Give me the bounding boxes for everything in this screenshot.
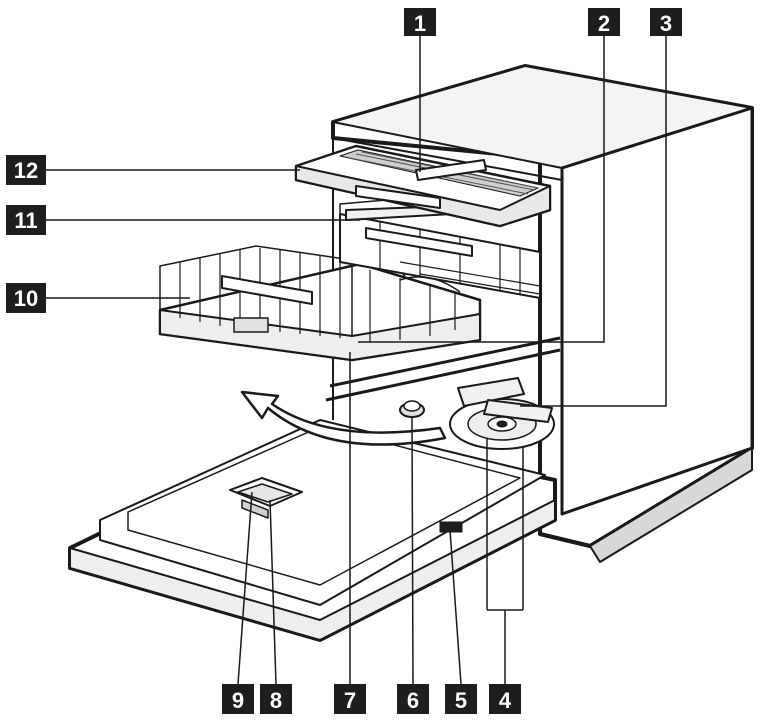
- callout-6-label: 6: [407, 688, 419, 713]
- callout-4-label: 4: [499, 688, 512, 713]
- rating-plate: [439, 521, 463, 533]
- lower-basket-rails: [325, 336, 561, 402]
- callout-11: 11: [6, 205, 46, 235]
- door: [68, 419, 557, 642]
- callout-5-label: 5: [455, 688, 467, 713]
- cabinet: [331, 64, 754, 563]
- callout-5: 5: [445, 684, 477, 714]
- callout-1-label: 1: [414, 11, 426, 36]
- callout-10-label: 10: [14, 286, 38, 311]
- callout-1: 1: [404, 8, 436, 36]
- upper-basket: [339, 195, 541, 299]
- lower-basket: [158, 245, 482, 362]
- callout-8: 8: [260, 684, 292, 714]
- cutlery-drawer: [294, 144, 552, 228]
- callout-8-label: 8: [270, 688, 282, 713]
- callout-2-label: 2: [598, 11, 610, 36]
- callout-9-label: 9: [232, 688, 244, 713]
- callout-3: 3: [650, 8, 682, 36]
- callout-4: 4: [489, 684, 521, 714]
- callout-6: 6: [397, 684, 429, 714]
- callout-2: 2: [588, 8, 620, 36]
- callout-12-label: 12: [14, 158, 38, 183]
- salt-container: [399, 400, 425, 418]
- callout-10: 10: [6, 283, 46, 313]
- callout-7-label: 7: [344, 688, 356, 713]
- leader-lines: [44, 36, 667, 685]
- callout-3-label: 3: [660, 11, 672, 36]
- pull-out-arrow: [240, 390, 447, 446]
- callout-12: 12: [6, 155, 46, 185]
- callout-11-label: 11: [14, 208, 37, 233]
- callout-9: 9: [222, 684, 254, 714]
- detergent-dispenser: [229, 477, 303, 519]
- callout-7: 7: [334, 684, 366, 714]
